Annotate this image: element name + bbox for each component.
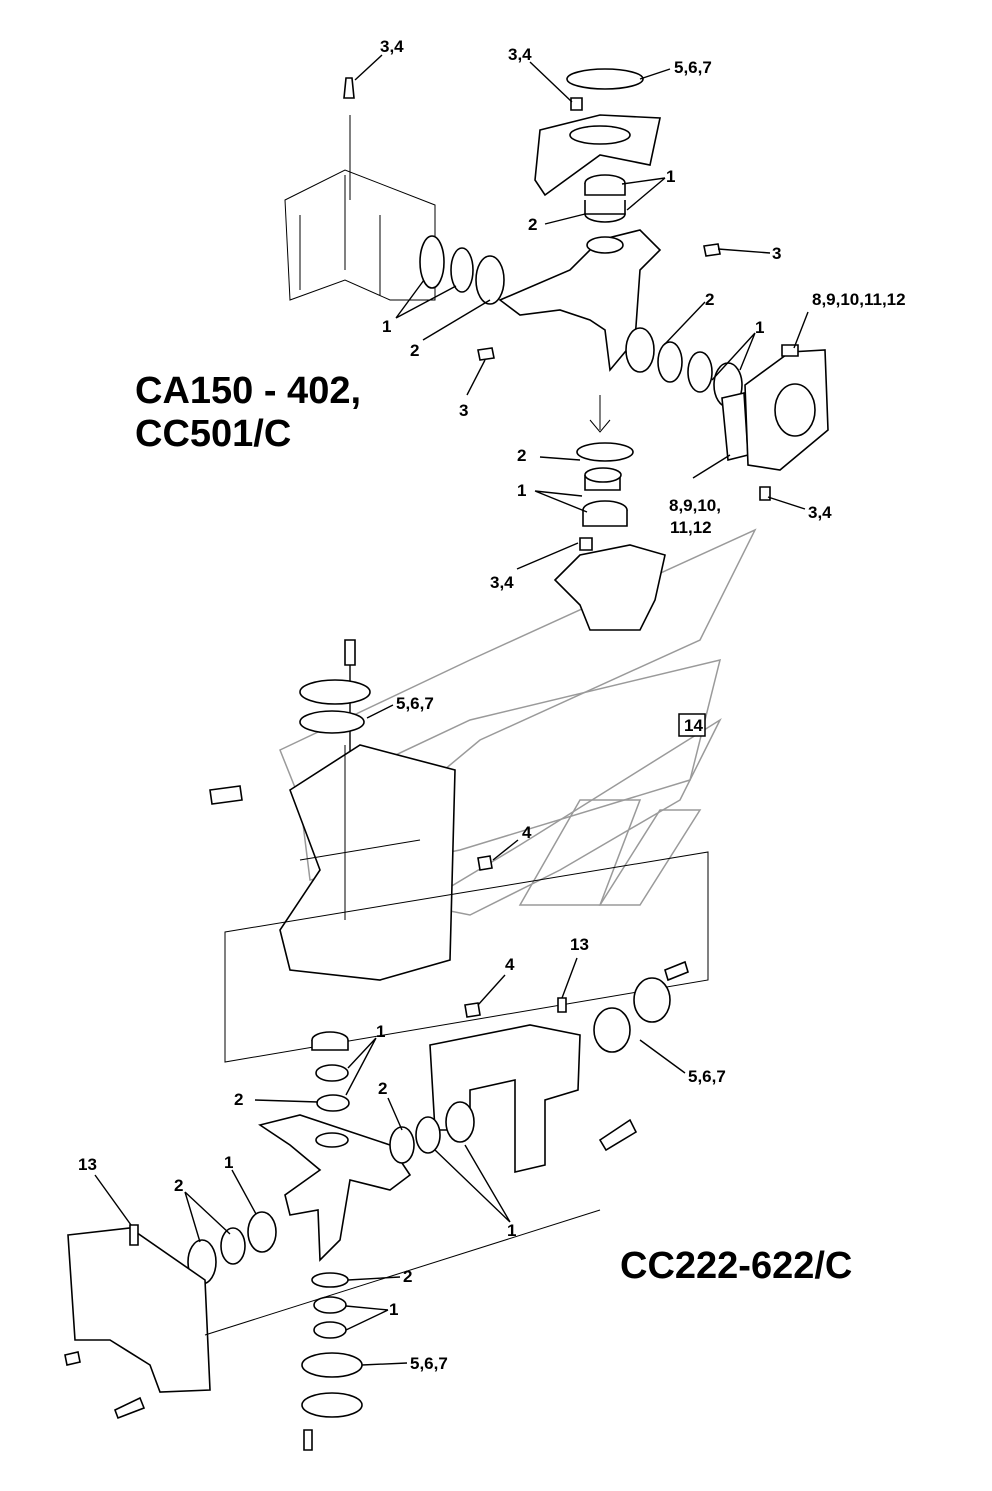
upper-assembly: [284, 68, 829, 631]
callout-label: 4: [505, 955, 515, 974]
callout-label: 8,9,10,11,12: [812, 290, 906, 309]
lower-assembly: [64, 960, 689, 1451]
callout-label: 1: [517, 481, 526, 500]
model-label-lower: CC222-622/C: [620, 1245, 852, 1287]
callout-label: 2: [410, 341, 419, 360]
callout-14-box: [678, 713, 706, 737]
middle-bracket: [209, 639, 493, 1018]
callout-label: 14: [684, 716, 703, 735]
assembly-outline: [224, 851, 709, 1063]
callout-label: 3: [459, 401, 468, 420]
leader-lines: [94, 54, 809, 1366]
callout-label: 3,4: [380, 37, 404, 56]
callout-label: 13: [78, 1155, 97, 1174]
callout-label: 2: [174, 1176, 183, 1195]
callout-label: 2: [517, 446, 526, 465]
callout-label: 3: [772, 244, 781, 263]
model-label-upper-line2: CC501/C: [135, 413, 291, 455]
callout-label: 8,9,10,: [669, 496, 721, 515]
callout-label: 5,6,7: [674, 58, 712, 77]
callout-label: 5,6,7: [396, 694, 434, 713]
callout-label: 1: [666, 167, 675, 186]
callout-label: 2: [234, 1090, 243, 1109]
callout-label: 1: [382, 317, 391, 336]
callout-label: 5,6,7: [410, 1354, 448, 1373]
model-label-upper-line1: CA150 - 402,: [135, 370, 361, 412]
callout-label: 1: [224, 1153, 233, 1172]
callout-label: 2: [403, 1267, 412, 1286]
callouts: 3,4 3,4 5,6,7 1 2 3 8,9,10,11,12 2 1 1 2…: [78, 37, 906, 1373]
callout-label: 13: [570, 935, 589, 954]
callout-label: 1: [507, 1221, 516, 1240]
callout-label: 3,4: [490, 573, 514, 592]
callout-label: 1: [389, 1300, 398, 1319]
callout-label: 2: [528, 215, 537, 234]
callout-label: 4: [522, 823, 532, 842]
callout-label: 3,4: [808, 503, 832, 522]
callout-label: 2: [705, 290, 714, 309]
callout-label: 2: [378, 1079, 387, 1098]
callout-label: 1: [755, 318, 764, 337]
callout-label: 1: [376, 1022, 385, 1041]
callout-label: 5,6,7: [688, 1067, 726, 1086]
callout-label: 11,12: [670, 518, 712, 537]
callout-label: 3,4: [508, 45, 532, 64]
